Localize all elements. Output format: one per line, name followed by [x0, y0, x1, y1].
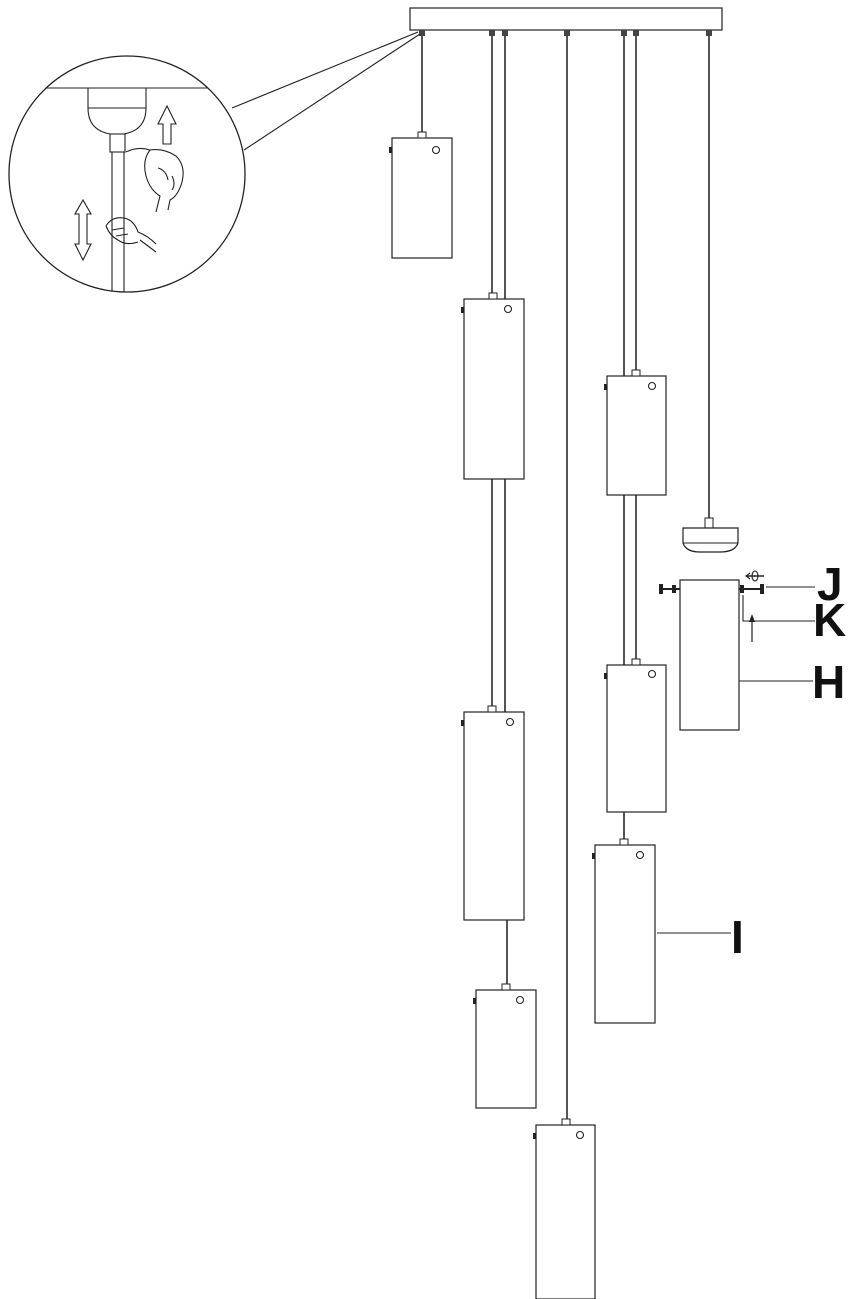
label-i: I	[731, 911, 744, 963]
screw-left	[659, 584, 680, 594]
shade-6	[473, 983, 537, 1109]
label-k: K	[813, 594, 846, 646]
suspension-cords	[421, 36, 710, 1120]
shade-3	[604, 369, 667, 496]
canopy-cord-fittings	[419, 30, 712, 36]
shade-4	[461, 705, 525, 921]
shade-5	[604, 658, 667, 813]
label-h: H	[812, 656, 845, 708]
shade-h	[679, 579, 740, 731]
detail-view-circle	[8, 55, 246, 293]
up-arrow-small	[749, 614, 755, 642]
shade-1	[389, 131, 453, 259]
screw-right-k	[739, 584, 764, 594]
shade-7	[533, 1118, 596, 1299]
shade-i	[592, 838, 656, 1024]
label-j: J	[817, 558, 843, 610]
detail-callout-lines	[231, 31, 421, 151]
ceiling-canopy	[409, 7, 723, 31]
leader-lines	[657, 586, 815, 934]
shade-2	[461, 292, 525, 480]
lamp-holder	[682, 517, 739, 553]
washer-j	[745, 570, 764, 582]
